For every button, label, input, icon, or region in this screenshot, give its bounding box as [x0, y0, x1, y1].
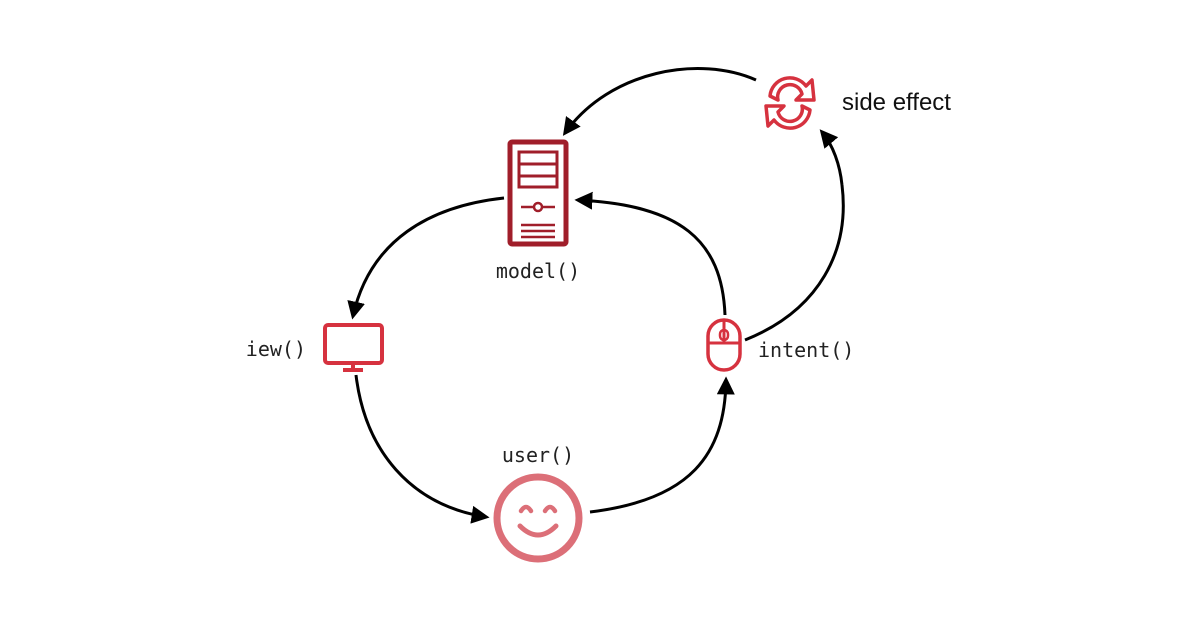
monitor-icon: [323, 323, 384, 372]
node-view-label: iew(): [246, 337, 306, 361]
node-intent: intent(): [706, 318, 854, 372]
node-side-effect-label: side effect: [842, 89, 951, 116]
smiley-face-icon: [493, 473, 583, 563]
node-intent-label: intent(): [758, 338, 854, 362]
node-model: model(): [496, 139, 580, 283]
edge-model-to-view: [347, 196, 505, 320]
mouse-icon: [706, 318, 742, 372]
node-side-effect: side effect: [764, 76, 951, 130]
refresh-cycle-icon: [764, 76, 816, 130]
node-user-label: user(): [502, 443, 574, 467]
server-icon: [507, 139, 569, 247]
edge-intent-to-model: [574, 191, 727, 316]
edge-user-to-intent: [589, 376, 735, 514]
edge-side-effect-to-model: [562, 67, 757, 136]
node-model-label: model(): [496, 259, 580, 283]
node-view: iew(): [246, 323, 384, 372]
edge-intent-to-side-effect: [744, 129, 845, 342]
edges: [347, 67, 845, 524]
node-user: user(): [493, 443, 583, 563]
edge-view-to-user: [354, 374, 490, 524]
